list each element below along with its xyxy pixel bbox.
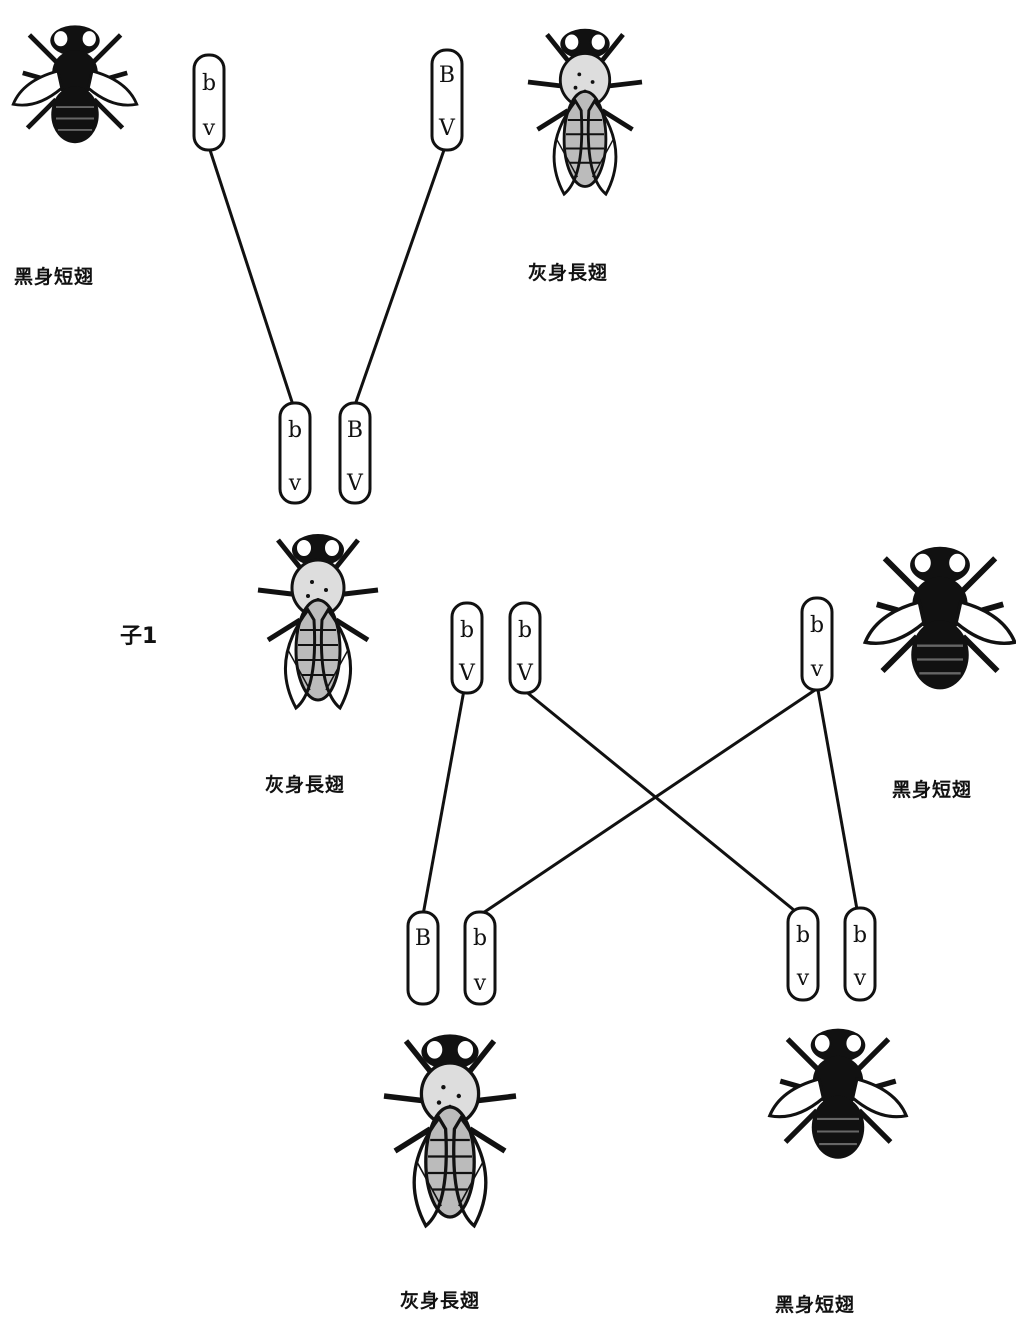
svg-text:B: B [439, 63, 455, 88]
svg-text:B: B [415, 926, 431, 951]
chromosome-f1-left: b v [280, 403, 310, 503]
svg-text:B: B [347, 418, 363, 443]
line-f1b-right-to-o2a [524, 690, 800, 915]
line-tc-to-o1b [480, 690, 815, 915]
svg-text:b: b [202, 71, 216, 96]
label-f1-marker: 子1 [120, 618, 157, 650]
line-p-left-to-f1 [210, 150, 293, 405]
svg-text:b: b [796, 923, 810, 948]
svg-text:b: b [460, 618, 474, 643]
svg-text:v: v [288, 471, 302, 496]
svg-text:V: V [458, 661, 476, 686]
label-offspring-left: 灰身長翅 [400, 1286, 480, 1313]
svg-text:v: v [853, 966, 867, 991]
fly-black-short-wing-icon [13, 25, 137, 143]
chromosome-p-left: b v [194, 55, 224, 150]
svg-text:v: v [796, 966, 810, 991]
svg-text:b: b [810, 613, 824, 638]
fly-gray-long-wing-icon [528, 29, 642, 194]
svg-text:b: b [853, 923, 867, 948]
svg-text:V: V [438, 116, 456, 141]
chromosome-testcross: b v [802, 598, 832, 690]
chromosome-o1-b: b v [465, 912, 495, 1004]
svg-text:b: b [518, 618, 532, 643]
label-offspring-right: 黑身短翅 [775, 1290, 855, 1317]
chromosome-o2-a: b v [788, 908, 818, 1000]
chromosome-p-right: B V [432, 50, 462, 150]
svg-text:b: b [473, 926, 487, 951]
line-p-right-to-f1 [355, 150, 444, 405]
fly-black-short-wing-icon [865, 547, 1015, 690]
chromosome-o1-a: B [408, 912, 438, 1004]
line-f1b-left-to-o1a [423, 690, 464, 915]
svg-text:v: v [810, 657, 824, 682]
chromosome-f1b-right: b V [510, 603, 540, 693]
svg-text:v: v [202, 116, 216, 141]
label-testcross-parent: 黑身短翅 [892, 775, 972, 802]
label-parent-right: 灰身長翅 [528, 258, 608, 285]
chromosome-o2-b: b v [845, 908, 875, 1000]
label-parent-left: 黑身短翅 [14, 262, 94, 289]
svg-text:V: V [516, 661, 534, 686]
chromosome-f1b-left: b V [452, 603, 482, 693]
svg-text:v: v [473, 971, 487, 996]
fly-gray-long-wing-icon [258, 534, 378, 708]
svg-text:V: V [346, 471, 364, 496]
label-f1-fly: 灰身長翅 [265, 770, 345, 797]
svg-text:b: b [288, 418, 302, 443]
fly-gray-long-wing-icon [384, 1034, 516, 1225]
fly-black-short-wing-icon [770, 1029, 907, 1159]
line-tc-to-o2b [818, 690, 858, 915]
chromosome-f1-right: B V [340, 403, 370, 503]
